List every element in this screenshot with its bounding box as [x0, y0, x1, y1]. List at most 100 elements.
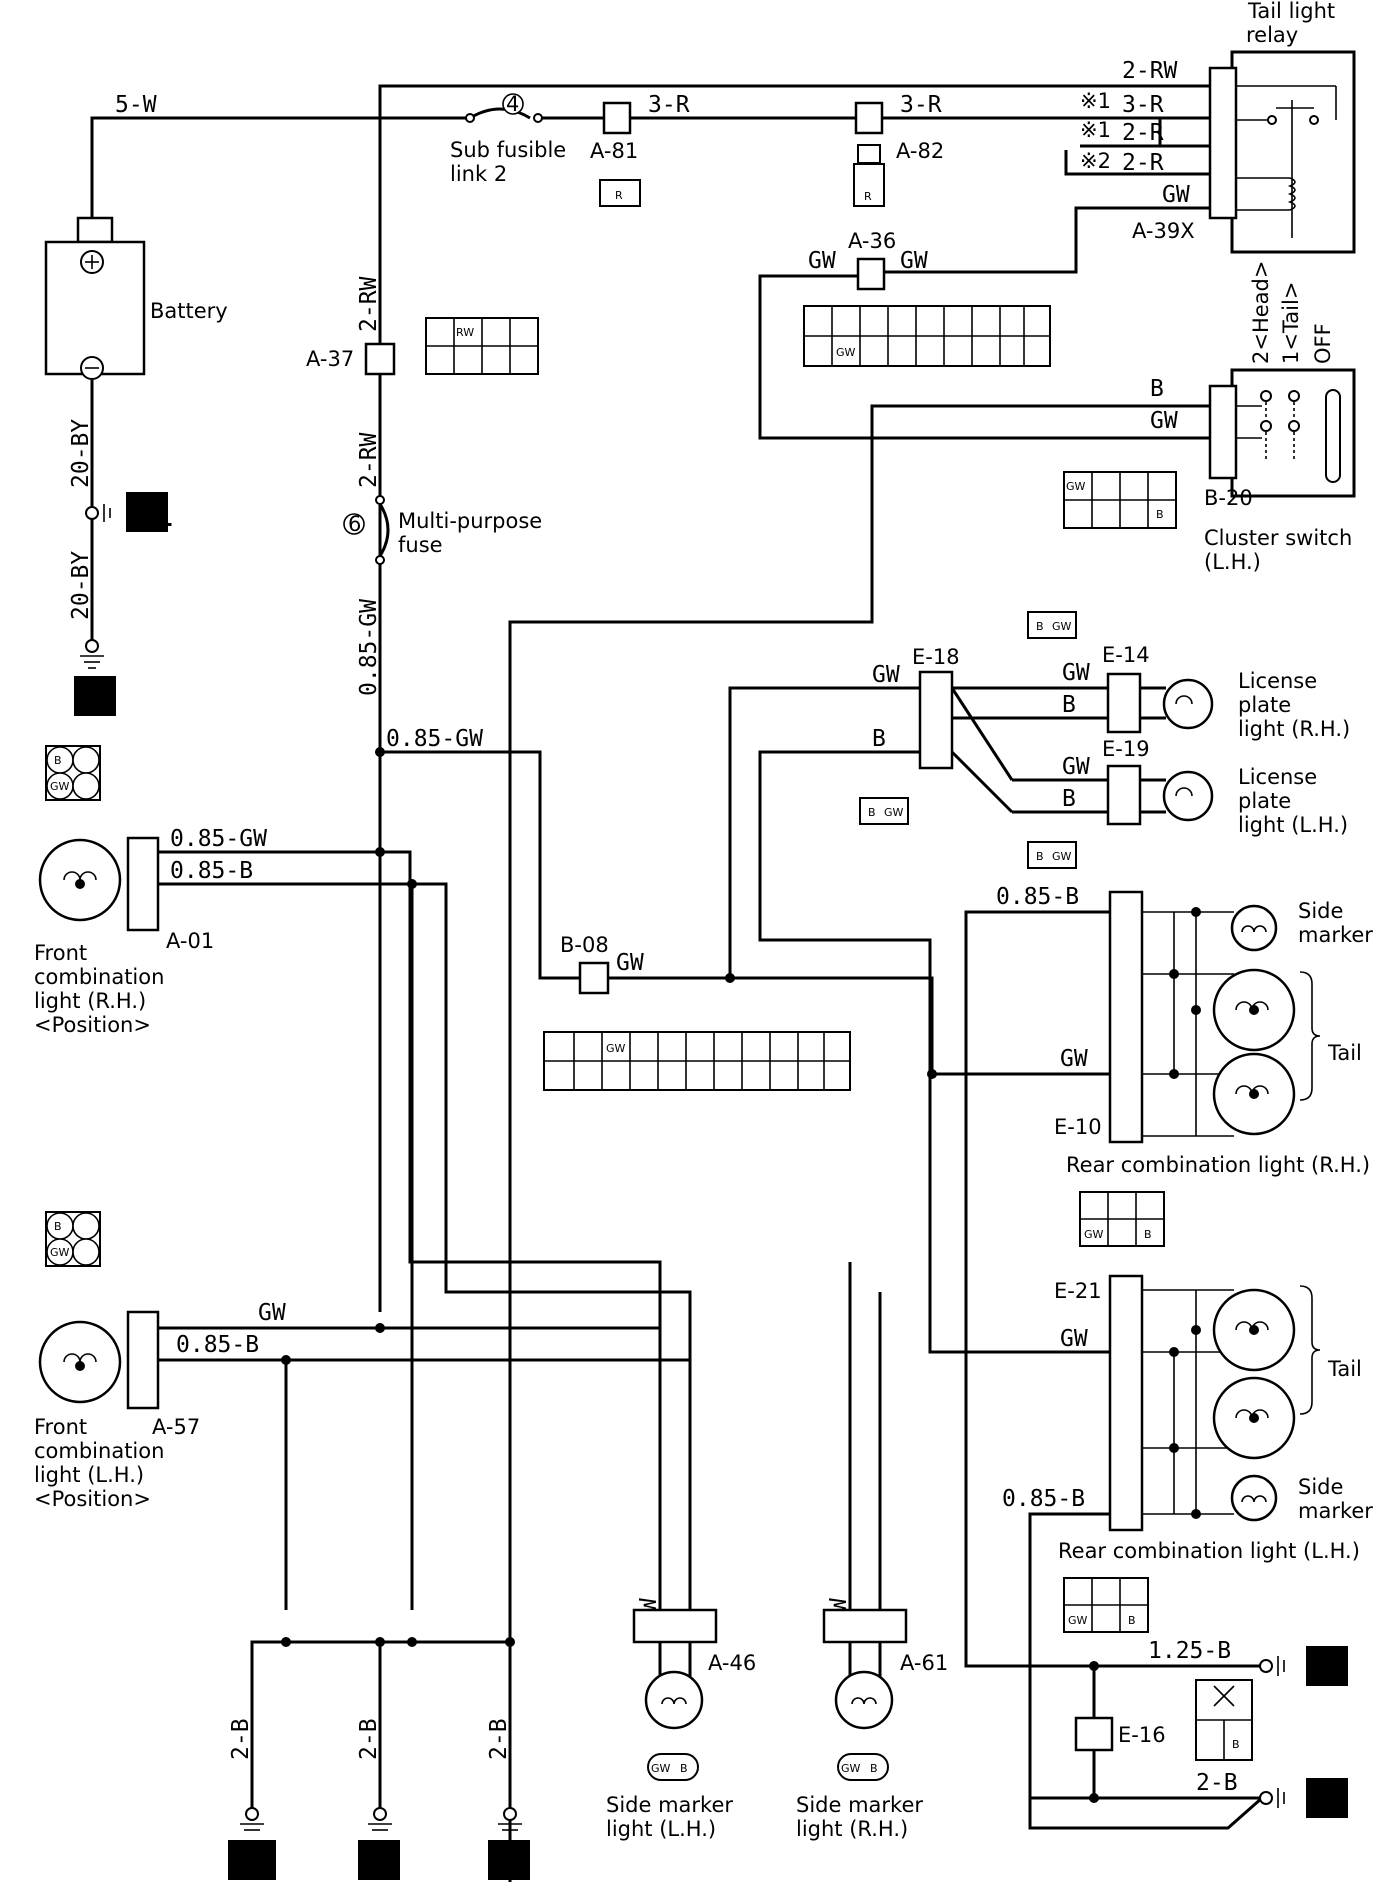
front-rh-4: <Position>: [34, 1013, 151, 1037]
note-1a: ※1: [1080, 89, 1111, 113]
connector-e19: E-19 B GW: [1027, 737, 1150, 869]
label-2B-g10: 2-B: [228, 1718, 254, 1760]
lh-side-marker-2: marker: [1298, 1499, 1373, 1523]
side-lh-2: light (L.H.): [606, 1817, 716, 1841]
license-plate-bulb-rh: License plate light (R.H.): [1162, 669, 1350, 741]
lic-lh-2: plate: [1238, 789, 1291, 813]
ground-8-number: 8: [498, 1842, 521, 1882]
rh-side-marker-1: Side: [1298, 899, 1343, 923]
label-085GW-h: 0.85-GW: [386, 726, 483, 752]
label-B-e19: B: [1062, 786, 1076, 812]
label-e16: E-16: [1118, 1723, 1166, 1747]
rh-tail-label: Tail: [1327, 1041, 1362, 1065]
label-GW-e19: GW: [1062, 754, 1090, 780]
label-GW-a36-l: GW: [808, 248, 836, 274]
pin-gw-b20: GW: [1066, 480, 1086, 493]
pin-r-a82: R: [864, 190, 872, 203]
lic-lh-3: light (L.H.): [1238, 813, 1348, 837]
ground-5b-number: 5: [1316, 1780, 1339, 1821]
side-rh-1: Side marker: [796, 1793, 923, 1817]
ground-2-number: 2: [84, 678, 107, 719]
label-20BY-2: 20-BY: [68, 551, 94, 620]
pin-b-e21: B: [1128, 1614, 1136, 1627]
label-a39x: A-39X: [1132, 219, 1195, 243]
label-a57: A-57: [152, 1415, 200, 1439]
switch-pos-tail: 1<Tail>: [1279, 282, 1303, 364]
battery: Battery: [44, 216, 228, 380]
connector-a36: A-36: [848, 229, 896, 291]
label-5W: 5-W: [115, 92, 157, 118]
label-085B-e21: 0.85-B: [1002, 1486, 1085, 1512]
ground-5a: 5: [1259, 1646, 1348, 1689]
connector-e18: E-18: [912, 645, 960, 770]
pin-rw-a37: RW: [456, 326, 474, 339]
label-085B-fr: 0.85-B: [170, 858, 253, 884]
label-a46: A-46: [708, 1651, 756, 1675]
pin-gw-e10: GW: [1084, 1228, 1104, 1241]
ground-5b: 5: [1259, 1778, 1348, 1821]
pin-b-a61: B: [870, 1762, 878, 1775]
label-b08: B-08: [560, 933, 609, 957]
label-e18: E-18: [912, 645, 960, 669]
rear-comb-lh: E-21 Tail Side marker Rear combination l…: [1054, 1274, 1373, 1633]
label-a37: A-37: [306, 347, 354, 371]
pin-gw-e19: GW: [1052, 850, 1072, 863]
pin-gw-b08: GW: [606, 1042, 626, 1055]
connector-a37: A-37 RW: [306, 317, 539, 376]
label-2RW-v1: 2-RW: [356, 276, 382, 332]
cluster-label-1: Cluster switch: [1204, 526, 1352, 550]
pin-b-e14: B: [1036, 620, 1044, 633]
cluster-label-2: (L.H.): [1204, 550, 1261, 574]
label-2R-2: 2-R: [1122, 150, 1164, 176]
label-e19: E-19: [1102, 737, 1150, 761]
label-b20: B-20: [1204, 486, 1253, 510]
ground-11-number: 11: [129, 494, 175, 535]
pin-gw-a36: GW: [836, 346, 856, 359]
lic-rh-1: License: [1238, 669, 1317, 693]
label-2R-1: 2-R: [1122, 120, 1164, 146]
label-085B-fl: 0.85-B: [176, 1332, 259, 1358]
ground-1-number: 1: [368, 1842, 391, 1882]
wire-2RW-top: 2-RW: [378, 58, 1210, 118]
label-20BY-1: 20-BY: [68, 419, 94, 488]
side-marker-rh: A-61 GW B Side marker light (R.H.): [796, 1608, 948, 1841]
label-GW-e14: GW: [1062, 660, 1090, 686]
side-marker-lh: A-46 GW B Side marker light (L.H.): [606, 1608, 756, 1841]
label-B-cl: B: [1150, 376, 1164, 402]
connector-b08: B-08: [560, 933, 610, 995]
label-a36: A-36: [848, 229, 896, 253]
label-GW-e10: GW: [1060, 1046, 1088, 1072]
pin-gw-e14: GW: [1052, 620, 1072, 633]
battery-label: Battery: [150, 299, 228, 323]
b08-connector-face: GW: [543, 1031, 851, 1091]
pin-b-e19: B: [1036, 850, 1044, 863]
label-GW-b08: GW: [616, 950, 644, 976]
ground-1: 1: [358, 1807, 400, 1882]
rear-lh-label: Rear combination light (L.H.): [1058, 1539, 1360, 1563]
ground-5a-number: 5: [1316, 1648, 1339, 1689]
lic-lh-1: License: [1238, 765, 1317, 789]
mp-fuse-label-2: fuse: [398, 533, 443, 557]
connector-a81: A-81 R: [590, 101, 641, 207]
pin-b-a46: B: [680, 1762, 688, 1775]
multi-purpose-fuse: 6 Multi-purpose fuse: [343, 495, 542, 565]
label-e10: E-10: [1054, 1115, 1102, 1139]
connector-e14: E-14 B GW: [1027, 611, 1150, 734]
pin-gw-a57: GW: [50, 1246, 70, 1259]
pin-r-a81: R: [615, 189, 623, 202]
front-lh-2: combination: [34, 1439, 164, 1463]
sub-fusible-label-1: Sub fusible: [450, 138, 566, 162]
mp-fuse-label-1: Multi-purpose: [398, 509, 542, 533]
label-085GW-fr: 0.85-GW: [170, 826, 267, 852]
front-lh-1: Front: [34, 1415, 87, 1439]
ground-10: 10: [228, 1807, 276, 1882]
label-2B-e16: 2-B: [1196, 1770, 1238, 1796]
note-1b: ※1: [1080, 118, 1111, 142]
front-comb-rh: A-01 Front combination light (R.H.) <Pos…: [34, 745, 214, 1037]
pin-gw-e21: GW: [1068, 1614, 1088, 1627]
ground-11: 11: [85, 492, 175, 535]
front-rh-1: Front: [34, 941, 87, 965]
label-3R-2: 3-R: [900, 92, 942, 118]
front-comb-lh: A-57 Front combination light (L.H.) <Pos…: [34, 1211, 200, 1511]
label-GW-a36-r: GW: [900, 248, 928, 274]
